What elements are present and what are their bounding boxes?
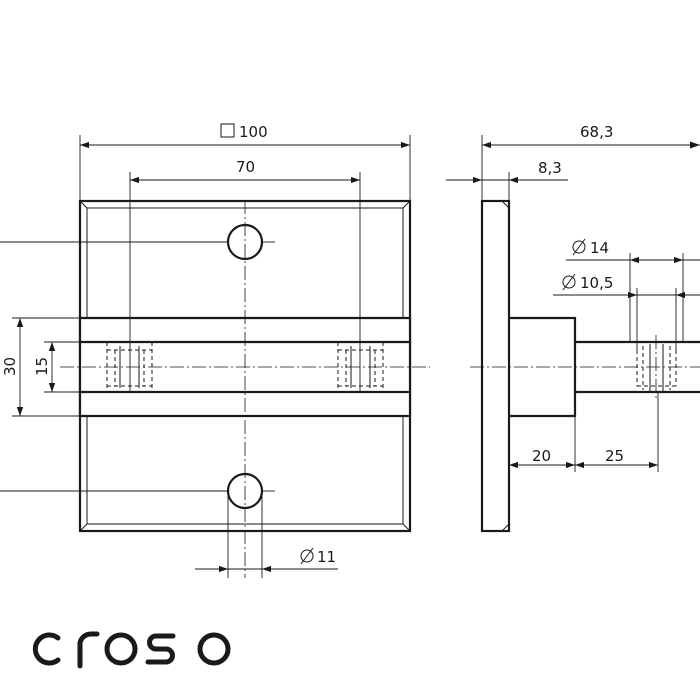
dim-8-3: 8,3: [538, 159, 562, 177]
diameter-symbol-14: [572, 238, 586, 256]
dim-25: 25: [605, 447, 624, 465]
side-view: 68,3 8,3 14 10,5 20 25: [446, 123, 700, 533]
diameter-symbol-10-5: [562, 273, 576, 291]
front-view: 100 70 30 15 11: [0, 123, 430, 578]
side-bolt-hidden: [636, 335, 677, 400]
side-stem: [509, 316, 700, 418]
dim-dia-11: 11: [317, 548, 336, 566]
bolt-right-hidden: [337, 342, 384, 392]
dim-square-100: 100: [239, 123, 268, 141]
dim-15: 15: [33, 357, 51, 376]
croso-logo: [32, 631, 231, 669]
dim-68-3: 68,3: [580, 123, 613, 141]
side-plate: [480, 199, 511, 533]
square-symbol: [220, 123, 235, 138]
dim-70: 70: [236, 158, 255, 176]
bolt-left-hidden: [106, 342, 153, 392]
diameter-symbol: [300, 547, 314, 565]
dim-30: 30: [1, 357, 19, 376]
dim-dia-10-5: 10,5: [580, 274, 613, 292]
dim-20: 20: [532, 447, 551, 465]
dim-dia-14: 14: [590, 239, 609, 257]
